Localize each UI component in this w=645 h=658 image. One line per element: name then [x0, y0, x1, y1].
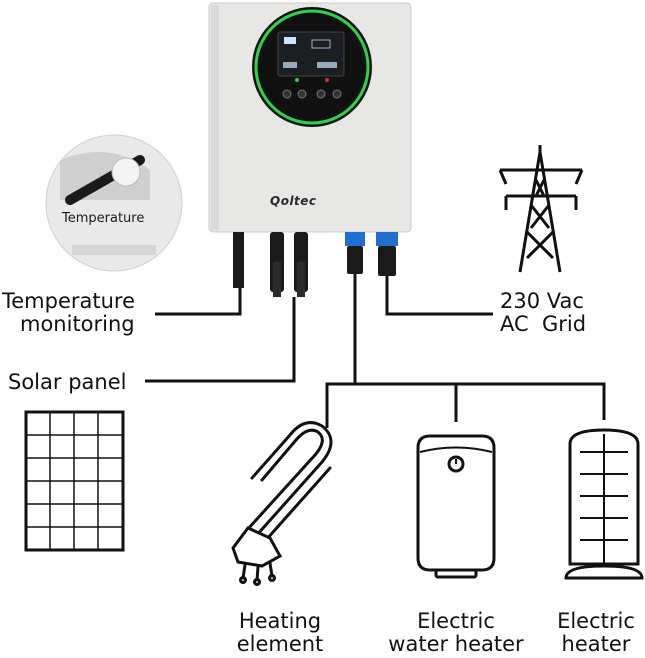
inverter-connectors	[233, 232, 398, 297]
inverter-unit	[208, 2, 412, 233]
inverter-brand-logo: Qoltec	[270, 194, 317, 208]
electric-heater-icon	[564, 428, 644, 580]
solar-panel-icon	[24, 410, 125, 552]
label-line: Temperature	[2, 289, 136, 313]
label-temperature-monitoring: Temperature monitoring	[2, 290, 135, 336]
label-heating-element: Heating element	[224, 610, 336, 656]
temperature-sensor-inset	[45, 134, 183, 272]
label-line: Heating	[238, 609, 322, 633]
label-electric-heater: Electric heater	[550, 610, 642, 656]
line-temperature	[155, 288, 242, 316]
line-grid	[385, 276, 493, 316]
water-heater-icon	[416, 434, 496, 579]
line-output-bus	[325, 382, 606, 428]
label-line: 230 Vac	[500, 289, 584, 313]
line-solar	[145, 297, 296, 383]
heating-element-icon	[231, 421, 333, 586]
label-line: water heater	[388, 632, 524, 656]
inset-caption: Temperature	[62, 211, 145, 226]
wiring-lines	[145, 274, 606, 428]
label-line: Electric	[557, 609, 635, 633]
label-solar-panel: Solar panel	[8, 370, 127, 394]
label-line: element	[236, 632, 324, 656]
label-grid: 230 Vac AC Grid	[500, 290, 586, 336]
label-line: AC Grid	[500, 312, 587, 336]
label-line: heater	[561, 632, 631, 656]
label-water-heater: Electric water heater	[376, 610, 536, 656]
label-line: monitoring	[20, 312, 135, 336]
power-pylon-icon	[498, 145, 584, 273]
label-line: Electric	[417, 609, 495, 633]
